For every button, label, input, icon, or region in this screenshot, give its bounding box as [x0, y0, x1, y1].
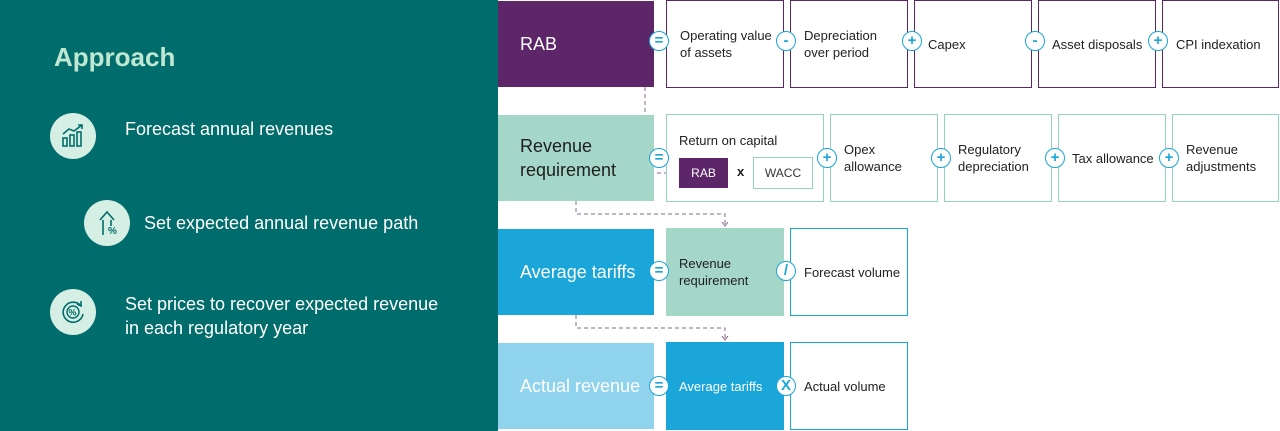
step-set-prices: Set prices to recover expected revenue i…	[125, 294, 439, 338]
tax-allowance-box: Tax allowance	[1058, 114, 1166, 202]
forecast-volume-box: Forecast volume	[790, 228, 908, 316]
opex-allowance-box: Opex allowance	[830, 114, 938, 202]
return-on-capital-title: Return on capital	[679, 133, 778, 148]
row-label-average-tariffs: Average tariffs	[498, 229, 654, 315]
wacc-box: WACC	[753, 157, 813, 189]
row-label-rab: RAB	[498, 1, 654, 87]
step-forecast-annual-revenues: Forecast annual revenues	[125, 119, 334, 139]
row-label-actual-revenue: Actual revenue	[498, 343, 654, 429]
plus-operator-icon: +	[817, 148, 837, 168]
rab-capex-box: Capex	[914, 0, 1032, 88]
growth-chart-icon	[50, 113, 96, 159]
svg-text:%: %	[108, 226, 117, 237]
step-set-expected-revenue-path: Set expected annual revenue path	[144, 213, 419, 233]
percent-cycle-icon: %	[50, 289, 96, 335]
revenue-adjustments-box: Revenue adjustments	[1172, 114, 1279, 202]
minus-operator-icon: -	[1025, 31, 1045, 51]
rab-depreciation-box: Depreciation over period	[790, 0, 908, 88]
rab-cpi-indexation-box: CPI indexation	[1162, 0, 1279, 88]
row-label-revenue-requirement: Revenue requirement	[498, 115, 654, 201]
actual-volume-box: Actual volume	[790, 342, 908, 430]
plus-operator-icon: +	[902, 31, 922, 51]
equals-operator-icon: =	[649, 376, 669, 396]
multiply-sign: x	[737, 164, 745, 179]
approach-title: Approach	[54, 42, 176, 72]
regulatory-depreciation-box: Regulatory depreciation	[944, 114, 1052, 202]
revenue-to-tariffs-connector	[575, 201, 726, 226]
svg-text:%: %	[69, 308, 77, 318]
equals-operator-icon: =	[649, 261, 669, 281]
rab-operating-value-box: Operating value of assets	[666, 0, 784, 88]
plus-operator-icon: +	[931, 148, 951, 168]
rab-chip: RAB	[679, 158, 728, 188]
multiply-operator-icon: X	[776, 376, 796, 396]
approach-panel: Approach Forecast annual revenues % Set …	[0, 0, 498, 431]
equals-operator-icon: =	[649, 148, 669, 168]
plus-operator-icon: +	[1045, 148, 1065, 168]
rab-asset-disposals-box: Asset disposals	[1038, 0, 1156, 88]
actual-average-tariffs-box: Average tariffs	[666, 342, 784, 430]
plus-operator-icon: +	[1159, 148, 1179, 168]
tariffs-revenue-requirement-box: Revenue requirement	[666, 228, 784, 316]
percent-upward-arrow-icon: %	[84, 200, 130, 246]
equals-operator-icon: =	[649, 31, 669, 51]
divide-operator-icon: /	[776, 261, 796, 281]
minus-operator-icon: -	[776, 31, 796, 51]
tariffs-to-actual-connector	[575, 315, 726, 340]
plus-operator-icon: +	[1148, 31, 1168, 51]
